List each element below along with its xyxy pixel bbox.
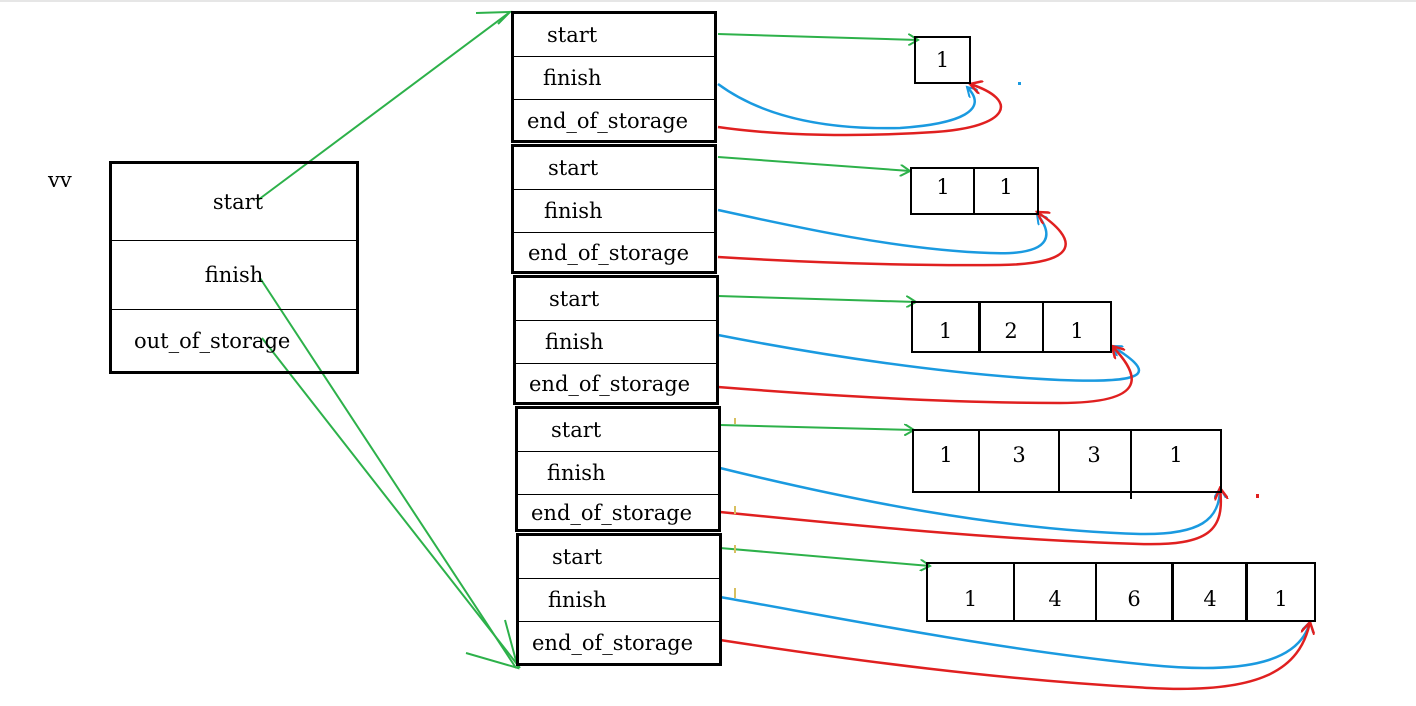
row4-arrows <box>719 425 1221 546</box>
row3-value: 1 <box>1070 319 1084 343</box>
row3-end-of-storage: end_of_storage <box>529 372 691 396</box>
row3-start: start <box>549 287 600 311</box>
row5-value: 1 <box>963 587 978 611</box>
row5-value: 4 <box>1048 587 1062 611</box>
row4-value: 1 <box>1169 443 1183 467</box>
row5-arrows <box>719 547 1310 691</box>
row5-finish: finish <box>548 588 607 612</box>
row4-start: start <box>551 418 602 442</box>
row5-end-of-storage: end_of_storage <box>532 631 694 655</box>
row1-finish: finish <box>543 66 602 90</box>
row5-value: 6 <box>1127 587 1141 611</box>
row4-struct: start finish end_of_storage <box>515 406 721 532</box>
row2-finish: finish <box>544 199 603 223</box>
row5-array: 1 4 6 4 1 <box>926 562 1316 622</box>
row2-arrows <box>717 156 1067 267</box>
row4-end-of-storage: end_of_storage <box>531 501 693 525</box>
vv-label: vv <box>48 168 72 192</box>
row4-value: 3 <box>1087 443 1101 467</box>
row5-value: 4 <box>1203 587 1217 611</box>
row3-value: 2 <box>1004 319 1018 343</box>
row4-value: 1 <box>939 443 953 467</box>
row2-value: 1 <box>999 175 1013 199</box>
row4-array: 1 3 3 1 <box>912 429 1222 499</box>
vv-start-arrowhead <box>475 10 513 25</box>
vv-storage-arrow <box>261 337 521 669</box>
vv-start-arrow <box>257 11 511 201</box>
row5-value: 1 <box>1274 587 1288 611</box>
row1-end-of-storage: end_of_storage <box>527 109 689 133</box>
row2-value: 1 <box>936 175 950 199</box>
vv-bottom-arrowhead <box>465 619 520 670</box>
row3-arrows <box>717 295 1141 405</box>
row2-struct: start finish end_of_storage <box>511 144 717 274</box>
vv-start-cell: start <box>212 190 264 214</box>
row1-start: start <box>547 23 598 47</box>
row2-array: 1 1 <box>910 167 1039 215</box>
row3-value: 1 <box>938 319 953 343</box>
vv-storage-cell: out_of_storage <box>134 328 291 353</box>
row5-start: start <box>552 545 603 569</box>
stray-marks <box>734 82 1259 598</box>
top-border <box>0 0 1416 2</box>
vv-finish-cell: finish <box>204 263 264 287</box>
row3-array: 1 2 1 <box>911 301 1112 353</box>
row3-struct: start finish end_of_storage <box>513 275 719 405</box>
row1-array: 1 <box>914 36 971 84</box>
row4-value: 3 <box>1012 443 1026 467</box>
row1-arrows <box>717 33 1003 137</box>
row4-finish: finish <box>547 461 606 485</box>
vv-finish-arrow <box>259 277 517 669</box>
row3-finish: finish <box>545 330 604 354</box>
vv-struct: start finish out_of_storage <box>109 161 359 374</box>
row2-start: start <box>548 156 599 180</box>
row5-struct: start finish end_of_storage <box>516 533 722 666</box>
row1-struct: start finish end_of_storage <box>511 11 717 143</box>
vv-arrows <box>257 10 521 670</box>
row1-value: 1 <box>935 48 950 72</box>
row2-end-of-storage: end_of_storage <box>528 241 690 265</box>
